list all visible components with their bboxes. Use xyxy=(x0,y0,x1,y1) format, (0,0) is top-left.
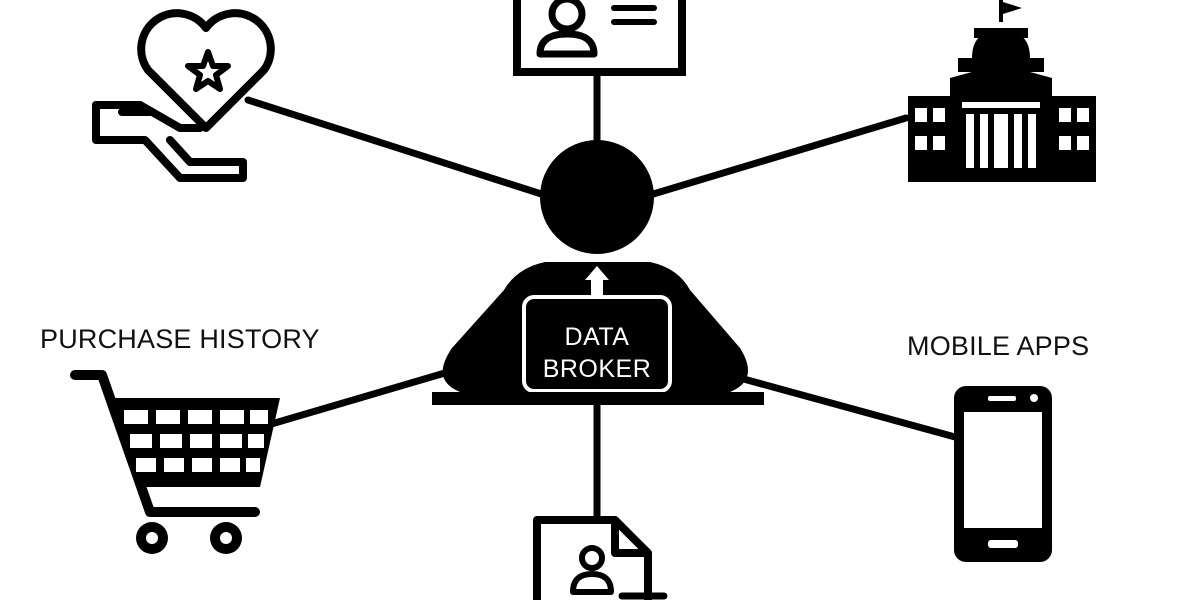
shopping-cart-icon xyxy=(70,370,280,554)
broker-desk xyxy=(432,392,764,405)
id-card-icon xyxy=(513,0,686,76)
personal-document-icon xyxy=(533,516,668,600)
broker-laptop xyxy=(522,295,672,393)
broker-label-line1: DATA xyxy=(565,323,630,351)
broker-head xyxy=(540,140,654,254)
connector-to-charity xyxy=(244,96,564,204)
mobile-apps-label: MOBILE APPS xyxy=(907,331,1089,361)
connector-lines xyxy=(244,71,959,524)
broker-label-line2: BROKER xyxy=(543,355,652,383)
connector-to-phone xyxy=(736,374,959,441)
data-broker-figure: DATA BROKER xyxy=(432,140,764,405)
charity-heart-hand-icon xyxy=(92,9,275,182)
government-building-icon xyxy=(908,0,1096,182)
connector-to-cart xyxy=(264,366,459,429)
connector-to-government xyxy=(636,114,910,202)
purchase-history-label: PURCHASE HISTORY xyxy=(40,324,320,354)
broker-tie-arrow xyxy=(585,266,609,296)
mobile-phone-icon xyxy=(954,386,1052,562)
